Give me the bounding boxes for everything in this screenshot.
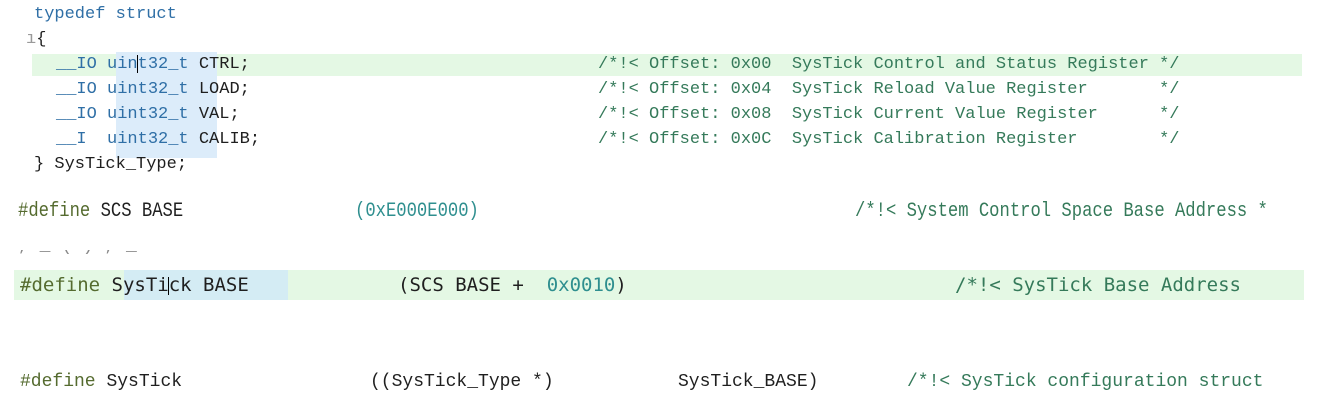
define-scs-base-comment: /*!< System Control Space Base Address *	[855, 200, 1268, 223]
cropped-line-fragment: , _ ( ) , _	[18, 250, 1318, 256]
text-caret-2	[168, 276, 170, 295]
field-ctrl-comment: /*!< Offset: 0x00 SysTick Control and St…	[598, 55, 1180, 74]
field-calib-comment: /*!< Offset: 0x0C SysTick Calibration Re…	[598, 130, 1180, 149]
field-load-line[interactable]: __IO uint32_t LOAD;	[56, 80, 250, 99]
systick-word-highlight	[124, 270, 288, 300]
fold-marker-icon[interactable]: ı	[26, 30, 37, 49]
define-systick-base-line[interactable]: #define SysTick BASE	[20, 274, 249, 296]
current-line-highlight	[32, 54, 1302, 76]
define-systick-base-value: (SCS BASE + 0x0010)	[398, 274, 627, 296]
define-systick-base-comment: /*!< SysTick Base Address	[955, 274, 1241, 296]
text-caret	[137, 54, 139, 73]
define-systick-line[interactable]: #define SysTick	[20, 372, 183, 392]
typedef-line[interactable]: typedef struct	[34, 5, 177, 24]
field-val-line[interactable]: __IO uint32_t VAL;	[56, 105, 240, 124]
define-systick-value-b: SysTick_BASE)	[678, 372, 819, 392]
define-scs-base-line[interactable]: #define SCS BASE	[18, 200, 184, 223]
field-ctrl-line[interactable]: __IO uint32_t CTRL;	[56, 54, 250, 74]
brace-open-line[interactable]: ı{	[26, 30, 47, 49]
field-load-comment: /*!< Offset: 0x04 SysTick Reload Value R…	[598, 80, 1180, 99]
define-scs-base-value: (0xE000E000)	[355, 200, 479, 223]
define-systick-comment: /*!< SysTick configuration struct	[907, 372, 1264, 392]
word-occurrence-highlight	[116, 52, 217, 158]
struct-close-line[interactable]: } SysTick_Type;	[34, 155, 188, 174]
field-val-comment: /*!< Offset: 0x08 SysTick Current Value …	[598, 105, 1180, 124]
field-calib-line[interactable]: __I uint32_t CALIB;	[56, 130, 261, 149]
define-systick-value-a: ((SysTick_Type *)	[370, 372, 554, 392]
